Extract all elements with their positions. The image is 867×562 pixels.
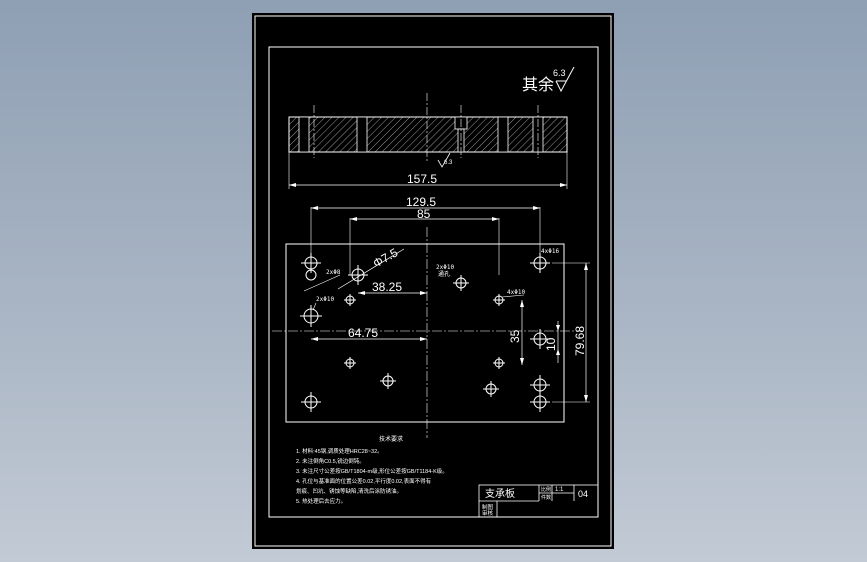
note-line: 划痕、凹坑、锈蚀等缺陷,清洗后涂防锈油。: [296, 487, 402, 495]
plan-view: 129.5 85 38.25 64.75 79.68 35 10: [272, 195, 590, 438]
part-name: 支承板: [485, 487, 515, 500]
callout-c1: 2xΦ8: [326, 269, 341, 276]
dim-v-10: 10: [544, 337, 558, 351]
cad-drawing: 其余 6.3 6.3 157.5: [254, 15, 612, 547]
note-line: 1. 材料:45钢,调质处理HRC28~32。: [296, 447, 383, 455]
dim-hole-span-inner: 85: [417, 207, 431, 221]
callout-c4: 4xΦ16: [541, 248, 559, 255]
technical-notes: 技术要求 1. 材料:45钢,调质处理HRC28~32。 2. 未注倒角C0.5…: [296, 435, 448, 505]
inner-frame: [268, 46, 599, 518]
drawing-sheet: 其余 6.3 6.3 157.5: [252, 13, 614, 549]
dim-left-offset: 38.25: [372, 280, 402, 294]
roughness-small: 6.3: [444, 160, 453, 166]
scale-label: 比例: [541, 486, 551, 493]
callout-c3b: 通孔: [438, 270, 450, 278]
surface-note: 其余: [522, 75, 554, 94]
section-view: 6.3 157.5: [288, 93, 568, 189]
note-line: 3. 未注尺寸公差按GB/T1804-m级,形位公差按GB/T1184-K级。: [296, 467, 448, 475]
check-label: 审核: [482, 509, 494, 517]
note-line: 4. 孔位与基准面的位置公差0.02,平行度0.02,表面不得有: [296, 477, 432, 485]
callout-c3: 2xΦ10: [436, 264, 454, 271]
qty-label: 件数: [541, 494, 551, 501]
roughness-value: 6.3: [553, 68, 566, 78]
dim-phi: Φ7.5: [371, 245, 401, 270]
callout-c5: 4xΦ10: [507, 289, 525, 296]
hole-pattern: [300, 253, 550, 412]
note-line: 5. 热处理后去应力。: [296, 497, 346, 505]
notes-title: 技术要求: [379, 435, 403, 443]
callout-c2: 2xΦ10: [316, 296, 334, 303]
dim-v-35: 35: [508, 329, 522, 343]
dim-hole-span-outer: 129.5: [406, 195, 436, 209]
dim-total-width: 157.5: [407, 172, 437, 186]
title-block: [478, 484, 599, 518]
roughness-symbol: 其余 6.3: [522, 66, 575, 94]
sheet-number: 04: [578, 489, 588, 499]
drawn-label: 制图: [482, 503, 494, 511]
dim-height: 79.68: [573, 326, 587, 356]
outer-border: [254, 15, 612, 547]
scale-value: 1:1: [555, 487, 564, 493]
note-line: 2. 未注倒角C0.5,锐边倒钝。: [296, 457, 365, 465]
dim-left-center: 64.75: [348, 326, 378, 340]
